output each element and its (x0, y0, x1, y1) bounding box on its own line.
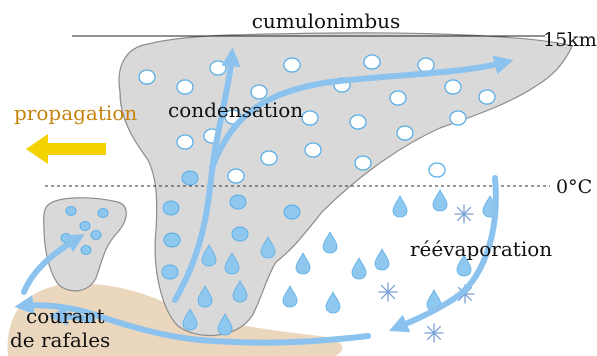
gust-front-label-line1: courant (26, 304, 105, 328)
ice-crystal-icon (445, 80, 461, 94)
raindrop-icon (393, 196, 407, 217)
ice-crystal-icon (139, 70, 155, 84)
reevaporation-label: réévaporation (410, 237, 552, 261)
ice-crystal-icon (390, 91, 406, 105)
ice-crystal-icon (429, 163, 445, 177)
ice-crystal-icon (450, 111, 466, 125)
ice-crystal-icon (261, 151, 277, 165)
raindrop-icon (433, 190, 447, 211)
raindrop-icon (375, 249, 389, 270)
ice-crystal-icon (251, 85, 267, 99)
snowflake-icon (425, 324, 443, 342)
ice-crystal-icon (228, 169, 244, 183)
snowflake-icon (379, 283, 397, 301)
ice-crystal-icon (305, 143, 321, 157)
ice-crystal-icon (397, 126, 413, 140)
altitude-15km-label: 15km (543, 29, 597, 51)
ice-crystal-icon (302, 111, 318, 125)
snowflake-icon (455, 205, 473, 223)
condensation-label: condensation (168, 98, 303, 122)
raindrop-icon (296, 253, 310, 274)
raindrop-icon (323, 232, 337, 253)
ice-crystal-icon (350, 115, 366, 129)
raindrop-icon (326, 292, 340, 313)
small-cloud (44, 198, 127, 291)
gust-front-label-line2: de rafales (10, 328, 110, 352)
ice-crystal-icon (177, 135, 193, 149)
propagation-arrow-icon (26, 134, 106, 164)
raindrop-icon (352, 258, 366, 279)
ice-crystal-icon (479, 90, 495, 104)
propagation-label: propagation (14, 101, 137, 125)
raindrop-icon (283, 286, 297, 307)
ice-crystal-icon (210, 61, 226, 75)
ice-crystal-icon (284, 58, 300, 72)
cloud-name-label: cumulonimbus (252, 9, 401, 33)
freezing-level-label: 0°C (556, 176, 592, 198)
ice-crystal-icon (177, 80, 193, 94)
ice-crystal-icon (418, 58, 434, 72)
ice-crystal-icon (364, 55, 380, 69)
ice-crystal-icon (355, 156, 371, 170)
